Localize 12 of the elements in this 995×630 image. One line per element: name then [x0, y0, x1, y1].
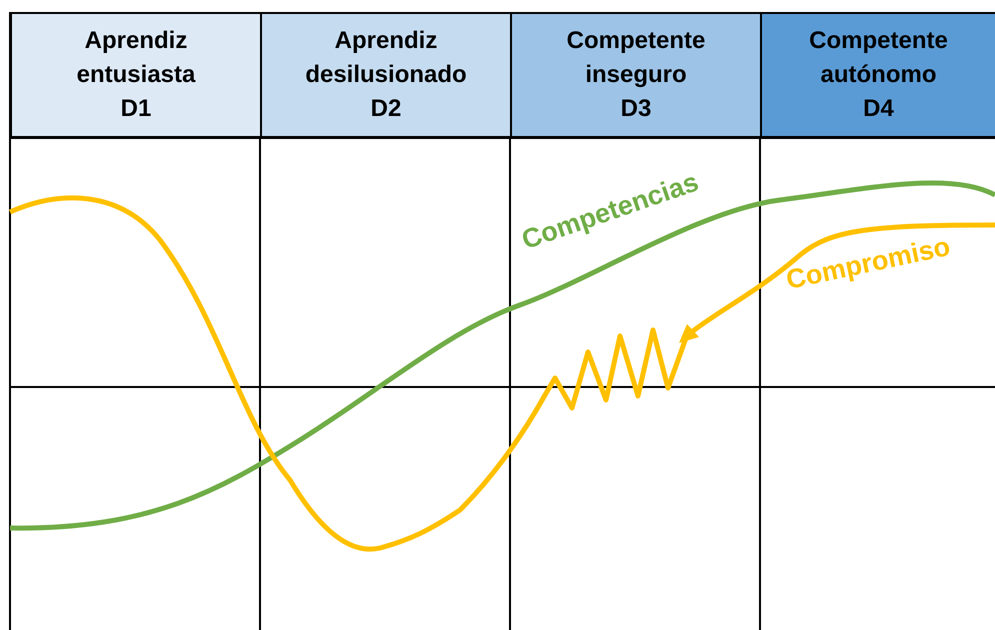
- header-text: Competente inseguro: [566, 26, 706, 90]
- header-text: D3: [620, 94, 652, 124]
- column-header: [760, 12, 995, 136]
- header-text: D1: [120, 94, 152, 124]
- column-header: [510, 12, 760, 136]
- column-header: [10, 12, 260, 136]
- header-text: D2: [370, 94, 402, 124]
- header-text: D4: [863, 94, 894, 124]
- column-header: [260, 12, 510, 136]
- header-text: Aprendiz entusiasta: [76, 26, 196, 90]
- header-text: Competente autónomo: [808, 26, 949, 90]
- header-text: Aprendiz desilusionado: [305, 26, 467, 90]
